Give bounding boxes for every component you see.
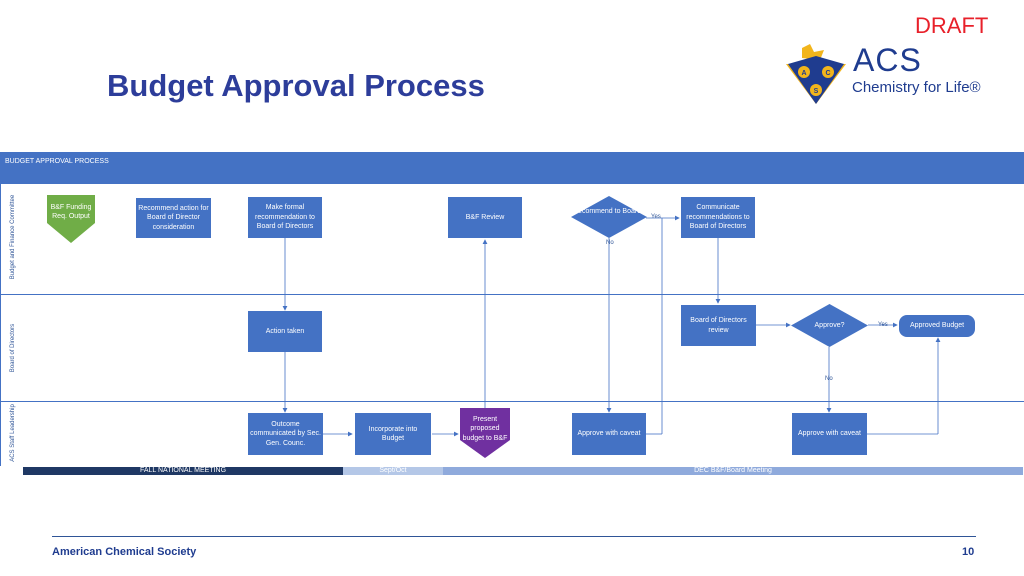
timeline-sept-oct: Sept/Oct	[343, 467, 443, 475]
node-communicate: Communicate recommendations to Board of …	[681, 197, 755, 238]
footer-org: American Chemical Society	[52, 546, 197, 558]
node-approve-caveat-1-label: Approve with caveat	[577, 430, 641, 438]
logo-tagline: Chemistry for Life®	[852, 79, 981, 96]
edge-label-no-1: No	[606, 240, 614, 246]
node-bf-funding-label: B&F Funding Req. Output	[50, 203, 92, 220]
node-board-review-label: Board of Directors review	[690, 317, 747, 334]
node-make-formal: Make formal recommendation to Board of D…	[248, 197, 322, 238]
edge-label-yes-2: Yes	[878, 322, 888, 328]
svg-text:C: C	[825, 70, 830, 77]
decision-recommend-board: Recommend to Board?	[573, 208, 645, 215]
funding-offpage-shape	[47, 195, 95, 243]
node-bf-funding: B&F Funding Req. Output	[47, 195, 95, 229]
edge-label-yes-1: Yes	[651, 214, 661, 220]
node-board-review: Board of Directors review	[681, 305, 756, 346]
svg-text:S: S	[814, 88, 819, 95]
timeline-fall-meeting-label: FALL NATIONAL MEETING	[139, 467, 227, 474]
present-offpage-shape	[460, 408, 510, 458]
node-approve-caveat-2-label: Approve with caveat	[797, 430, 862, 438]
page-number: 10	[962, 546, 975, 558]
node-approve-caveat-2: Approve with caveat	[792, 413, 867, 455]
node-communicate-label: Communicate recommendations to Board of …	[686, 204, 750, 231]
node-recommend-action-label: Recommend action for Board of Director c…	[138, 204, 209, 231]
timeline-fall-meeting: FALL NATIONAL MEETING	[23, 467, 343, 475]
timeline-sept-oct-label: Sept/Oct	[379, 467, 407, 474]
node-present-label: Present proposed budget to B&F	[462, 415, 508, 442]
node-present: Present proposed budget to B&F	[460, 408, 510, 450]
node-outcome-label: Outcome communicated by Sec. Gen. Counc.	[250, 420, 321, 447]
timeline-dec-meeting: DEC B&F/Board Meeting	[443, 467, 1023, 475]
lane-staff	[0, 402, 1024, 466]
svg-text:A: A	[801, 70, 806, 77]
timeline-dec-meeting-label: DEC B&F/Board Meeting	[694, 467, 772, 474]
node-incorporate-label: Incorporate into Budget	[368, 425, 418, 442]
node-action-taken: Action taken	[248, 311, 322, 352]
node-outcome: Outcome communicated by Sec. Gen. Counc.	[248, 413, 323, 455]
decision-approve: Approve?	[814, 322, 845, 329]
node-incorporate: Incorporate into Budget	[355, 413, 431, 455]
lane-label-staff: ACS Staff Leadership	[10, 404, 16, 462]
acs-logo-icon: A C S	[786, 44, 846, 104]
draft-label: DRAFT	[915, 13, 989, 38]
footer-divider	[52, 536, 976, 537]
node-approve-caveat-1: Approve with caveat	[572, 413, 646, 455]
node-approved-budget-label: Approved Budget	[909, 322, 965, 330]
decision-approve-shape	[791, 304, 868, 347]
node-action-taken-label: Action taken	[265, 327, 305, 335]
lane-label-budget-finance: Budget and Finance Committee	[10, 194, 16, 280]
node-bf-review-label: B&F Review	[465, 213, 505, 221]
node-approved-budget: Approved Budget	[899, 315, 975, 337]
lane-board	[0, 295, 1024, 402]
diagram-header-bar	[0, 152, 1024, 184]
node-make-formal-label: Make formal recommendation to Board of D…	[255, 204, 315, 231]
slide-title: Budget Approval Process	[107, 68, 485, 103]
lane-label-board: Board of Directors	[10, 323, 16, 373]
logo-name: ACS	[853, 42, 922, 78]
diagram-header: BUDGET APPROVAL PROCESS	[5, 158, 109, 165]
decision-recommend-shape	[571, 196, 647, 238]
edge-label-no-2: No	[825, 376, 833, 382]
node-recommend-action: Recommend action for Board of Director c…	[136, 198, 211, 238]
node-bf-review: B&F Review	[448, 197, 522, 238]
